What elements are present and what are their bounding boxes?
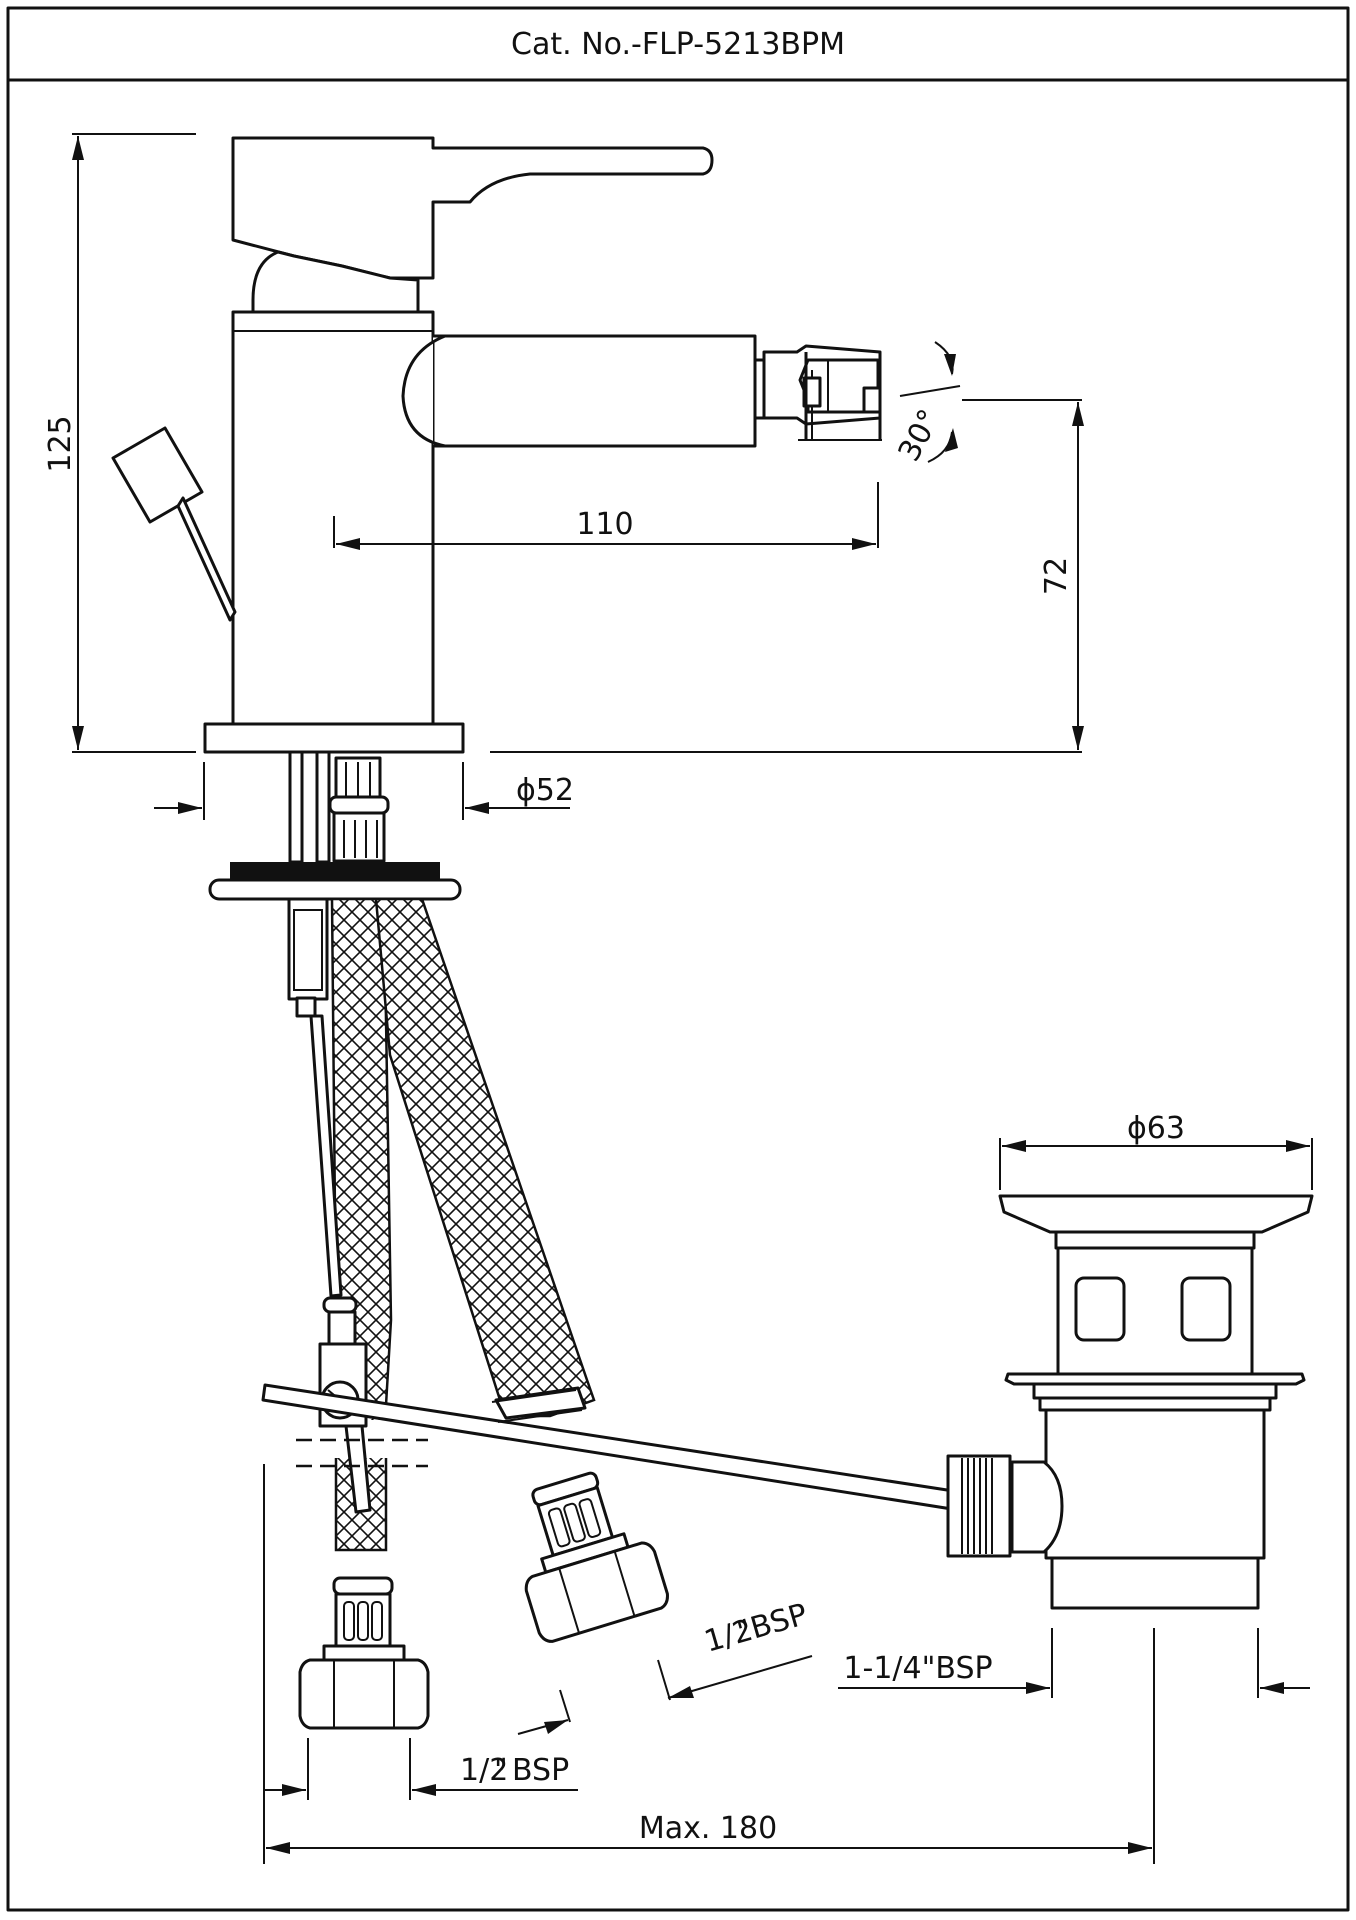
spray-nozzle — [753, 344, 882, 441]
hose-connection-left-label: 1/2 " BSP — [460, 1753, 569, 1788]
waste-thread — [1050, 1556, 1260, 1610]
max-width-label: Max. 180 — [639, 1811, 777, 1846]
cartridge-dome — [251, 250, 420, 314]
braided-hose-right — [374, 897, 596, 1418]
spout — [401, 334, 757, 448]
hose-nut-right — [524, 1471, 669, 1643]
bsp-left: BSP — [512, 1753, 569, 1788]
mounting-assembly — [208, 750, 462, 901]
rubber-gasket — [230, 862, 440, 880]
popup-knob — [111, 426, 237, 622]
base-flange — [203, 722, 465, 754]
waste-thread-label: 1-1/4"BSP — [843, 1651, 992, 1686]
hose-connection-right-label: 1/2 " BSP — [701, 1597, 812, 1660]
waste-cap — [998, 1194, 1314, 1234]
spout-height-label: 72 — [1039, 557, 1074, 595]
sheet-border — [6, 6, 1350, 1912]
hose-nut-left — [298, 1576, 430, 1730]
braided-hoses — [300, 897, 596, 1552]
height-overall-label: 125 — [43, 415, 78, 472]
fixing-washer — [208, 878, 462, 901]
mixer-body — [111, 136, 882, 754]
popup-waste — [946, 1194, 1314, 1610]
waste-flange — [1004, 1372, 1306, 1386]
angle-label: 30° — [892, 404, 948, 467]
lever-handle — [231, 136, 714, 280]
dimension-lines — [72, 133, 1313, 1864]
base-diameter-label: ϕ52 — [516, 773, 574, 808]
catalog-number: Cat. No.-FLP-5213BPM — [511, 27, 845, 62]
hose-break-mark — [491, 1386, 587, 1423]
spout-reach-label: 110 — [576, 507, 633, 542]
waste-diameter-label: ϕ63 — [1127, 1111, 1185, 1146]
bsp-right: BSP — [747, 1597, 812, 1646]
waste-body — [1044, 1408, 1266, 1560]
inch-mark-left: " — [494, 1753, 508, 1788]
half-fraction-left: 1/2 — [460, 1753, 508, 1788]
